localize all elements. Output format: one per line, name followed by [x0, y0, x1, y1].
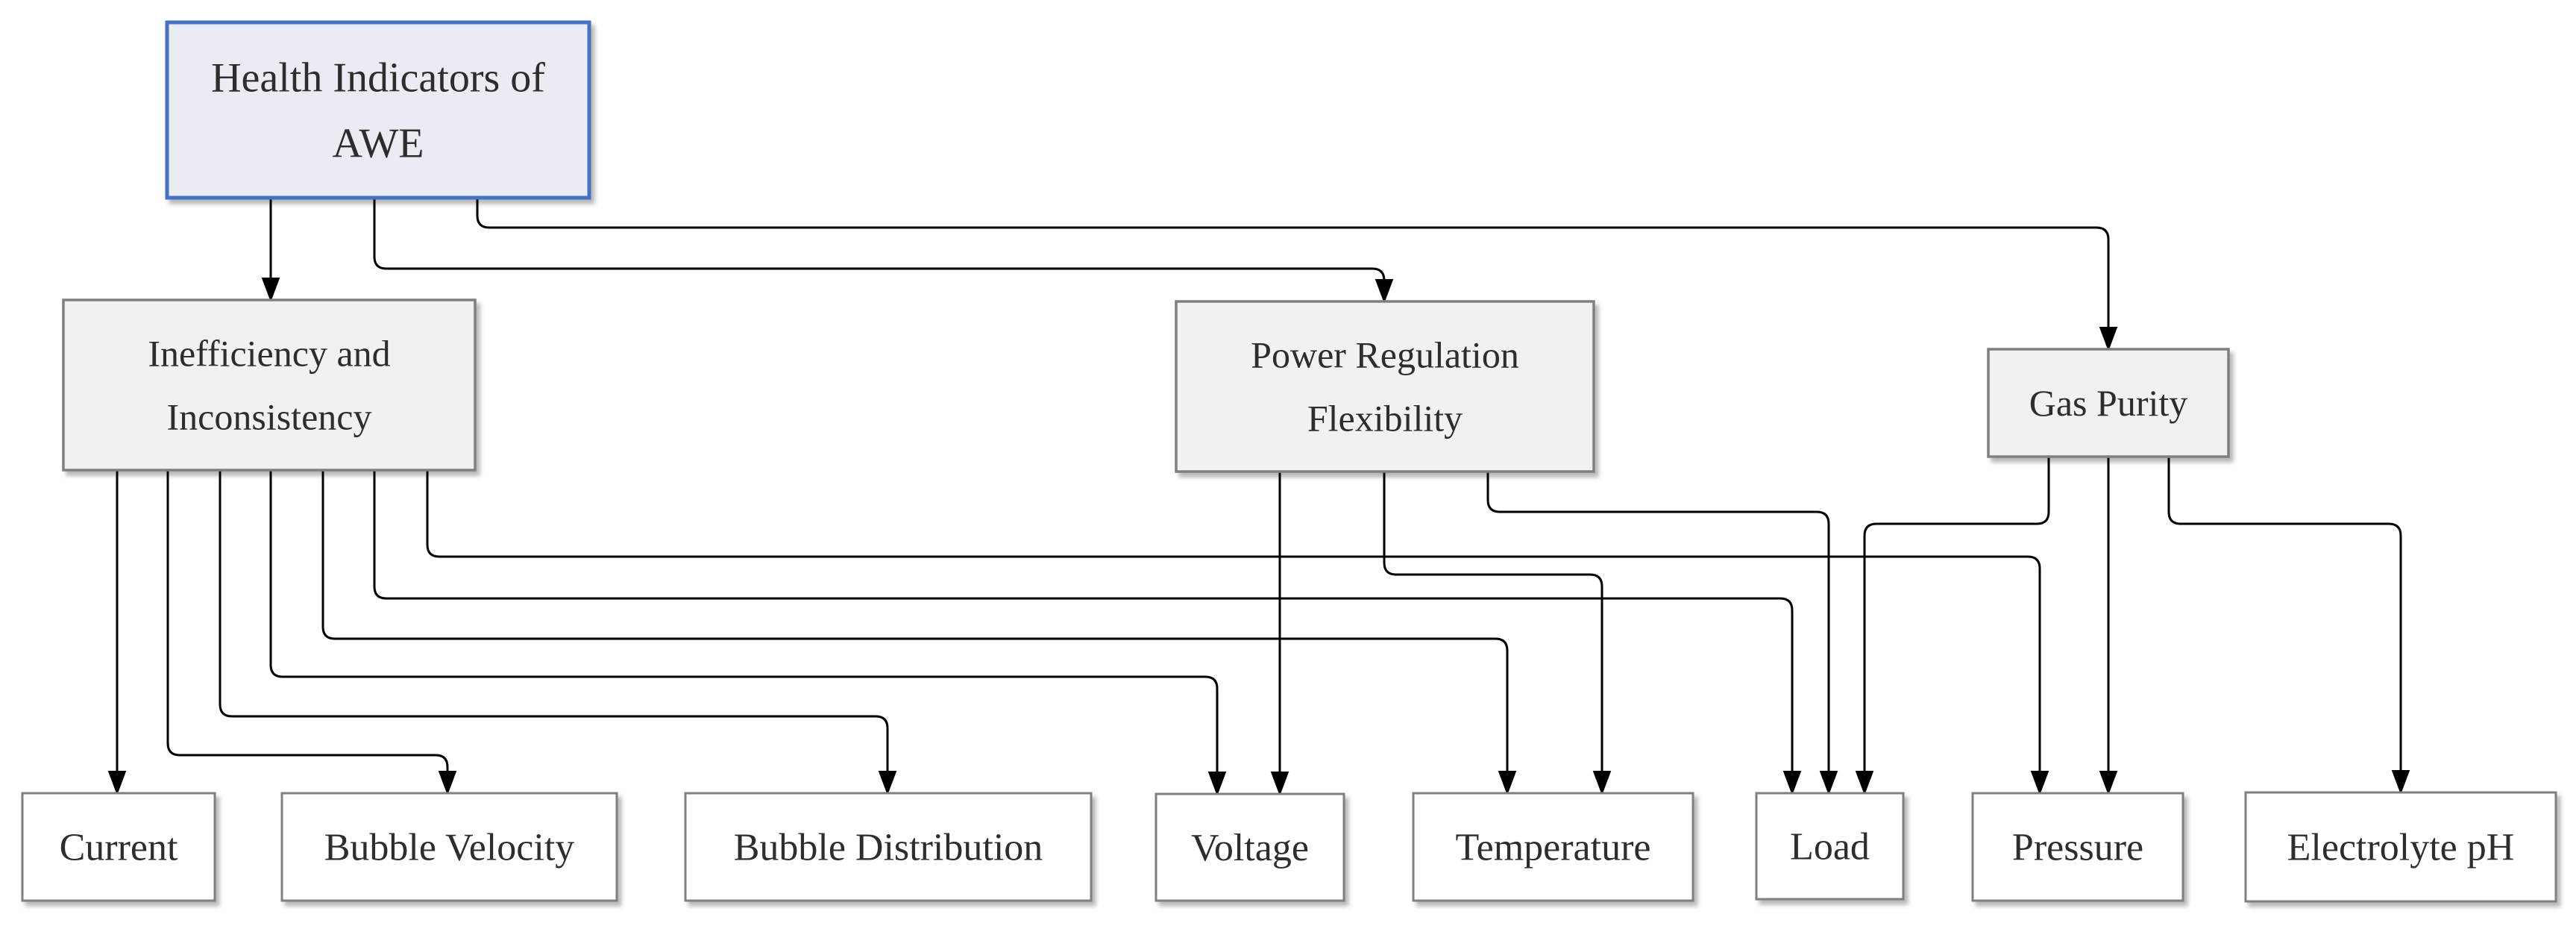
node-current-label: Current [60, 827, 178, 869]
node-temperature-box [1412, 792, 1694, 902]
node-current: Current [21, 792, 216, 902]
node-inefficiency-box [62, 298, 477, 472]
node-inefficiency-line-1: Inconsistency [167, 396, 372, 438]
node-bubble-velocity-label: Bubble Velocity [324, 827, 575, 869]
edge-inefficiency-to-bubble-velocity [166, 470, 457, 795]
node-load-label: Load [1790, 826, 1870, 869]
node-pressure-label: Pressure [2012, 827, 2143, 869]
node-bubble-velocity-line-0: Bubble Velocity [324, 827, 575, 869]
node-bubble-distribution-box [684, 792, 1093, 902]
node-temperature: Temperature [1412, 792, 1694, 902]
edge-power-regulation-to-temperature [1383, 472, 1612, 795]
node-bubble-velocity: Bubble Velocity [280, 792, 618, 902]
node-power-regulation-box [1175, 300, 1595, 473]
node-electrolyte-ph: Electrolyte pH [2244, 791, 2557, 903]
edge-root-to-gas-purity [476, 198, 2118, 351]
node-root-label: Health Indicators of AWE [211, 55, 545, 167]
node-temperature-label: Temperature [1456, 827, 1651, 869]
edge-inefficiency-to-voltage [269, 470, 1227, 796]
node-gas-purity-label: Gas Purity [2029, 382, 2188, 424]
node-voltage-label: Voltage [1191, 827, 1309, 869]
node-root-line-1: AWE [332, 121, 424, 167]
node-load-box [1755, 792, 1905, 901]
node-bubble-distribution-line-0: Bubble Distribution [734, 827, 1043, 869]
node-gas-purity: Gas Purity [1987, 348, 2230, 458]
node-bubble-distribution: Bubble Distribution [684, 792, 1093, 902]
node-electrolyte-ph-box [2244, 791, 2557, 903]
node-pressure-line-0: Pressure [2012, 827, 2143, 869]
edge-inefficiency-to-pressure [426, 470, 2049, 795]
node-load: Load [1755, 792, 1905, 901]
edge-gas-purity-to-load [1855, 457, 2050, 795]
node-gas-purity-line-0: Gas Purity [2029, 382, 2188, 424]
node-bubble-velocity-box [280, 792, 618, 902]
node-voltage: Voltage [1155, 792, 1345, 902]
node-current-box [21, 792, 216, 902]
node-root-box [165, 20, 591, 200]
edge-root-to-power-regulation [373, 198, 1394, 304]
edge-inefficiency-to-temperature [321, 470, 1517, 795]
node-gas-purity-box [1987, 348, 2230, 458]
node-pressure: Pressure [1971, 792, 2184, 902]
node-temperature-line-0: Temperature [1456, 827, 1651, 869]
edge-power-regulation-to-load [1486, 472, 1838, 795]
node-pressure-box [1971, 792, 2184, 902]
node-inefficiency-line-0: Inefficiency and [148, 333, 390, 375]
node-power-regulation-line-1: Flexibility [1307, 398, 1463, 439]
node-current-line-0: Current [60, 827, 178, 869]
edge-gas-purity-to-electrolyte-ph [2167, 457, 2410, 795]
node-power-regulation-line-0: Power Regulation [1251, 334, 1519, 376]
connector-lines [107, 198, 2410, 796]
edge-inefficiency-to-bubble-distribution [219, 470, 897, 795]
node-electrolyte-ph-label: Electrolyte pH [2287, 827, 2515, 869]
node-electrolyte-ph-line-0: Electrolyte pH [2287, 827, 2515, 869]
node-load-line-0: Load [1790, 826, 1870, 869]
node-root: Health Indicators of AWE [165, 20, 591, 200]
edge-inefficiency-to-load [373, 470, 1802, 795]
node-root-line-0: Health Indicators of [211, 55, 545, 101]
node-bubble-distribution-label: Bubble Distribution [734, 827, 1043, 869]
node-voltage-line-0: Voltage [1191, 827, 1309, 869]
node-voltage-box [1155, 792, 1345, 902]
